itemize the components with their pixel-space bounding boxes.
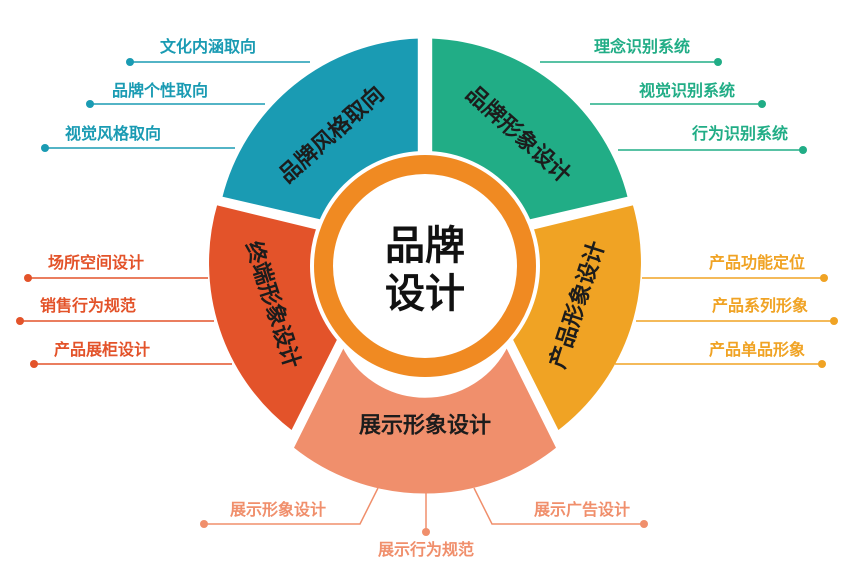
connector-dot <box>758 100 766 108</box>
connector-dot <box>422 528 430 536</box>
connector-dot <box>24 274 32 282</box>
item-label-image-1: 理念识别系统 <box>594 37 690 56</box>
item-label-style-2: 品牌个性取向 <box>112 81 208 100</box>
item-label-display-1: 展示形象设计 <box>230 500 326 519</box>
item-label-terminal-2: 销售行为规范 <box>40 296 136 315</box>
center-disc <box>333 174 517 358</box>
connector-dot <box>799 146 807 154</box>
connector-dot <box>200 520 208 528</box>
item-label-terminal-3: 产品展柜设计 <box>54 340 150 359</box>
connector-dot <box>714 58 722 66</box>
callouts-layer: 文化内涵取向 品牌个性取向 视觉风格取向 理念识别系统 视觉识别系统 行为识别系… <box>16 37 838 559</box>
connector-dot <box>86 100 94 108</box>
item-label-style-1: 文化内涵取向 <box>160 37 256 56</box>
connector-dot <box>820 274 828 282</box>
connector-line <box>473 487 644 525</box>
item-label-image-2: 视觉识别系统 <box>639 81 735 100</box>
item-label-terminal-1: 场所空间设计 <box>48 253 144 272</box>
item-label-image-3: 行为识别系统 <box>691 124 788 143</box>
connector-line <box>204 487 379 525</box>
item-label-product-2: 产品系列形象 <box>712 296 808 315</box>
connector-dot <box>818 360 826 368</box>
center-title-line1: 品牌 <box>385 223 465 269</box>
item-label-style-3: 视觉风格取向 <box>65 124 161 143</box>
item-label-product-1: 产品功能定位 <box>709 253 805 272</box>
item-label-display-3: 展示广告设计 <box>534 500 630 519</box>
item-label-product-3: 产品单品形象 <box>709 340 805 359</box>
connector-dot <box>830 317 838 325</box>
connector-dot <box>41 144 49 152</box>
item-label-display-2: 展示行为规范 <box>378 540 474 559</box>
connector-dot <box>30 360 38 368</box>
connector-dot <box>16 317 24 325</box>
center-title-line2: 设计 <box>385 271 465 317</box>
connector-dot <box>126 58 134 66</box>
segment-label-display-image: 展示形象设计 <box>359 413 491 439</box>
connector-dot <box>640 520 648 528</box>
